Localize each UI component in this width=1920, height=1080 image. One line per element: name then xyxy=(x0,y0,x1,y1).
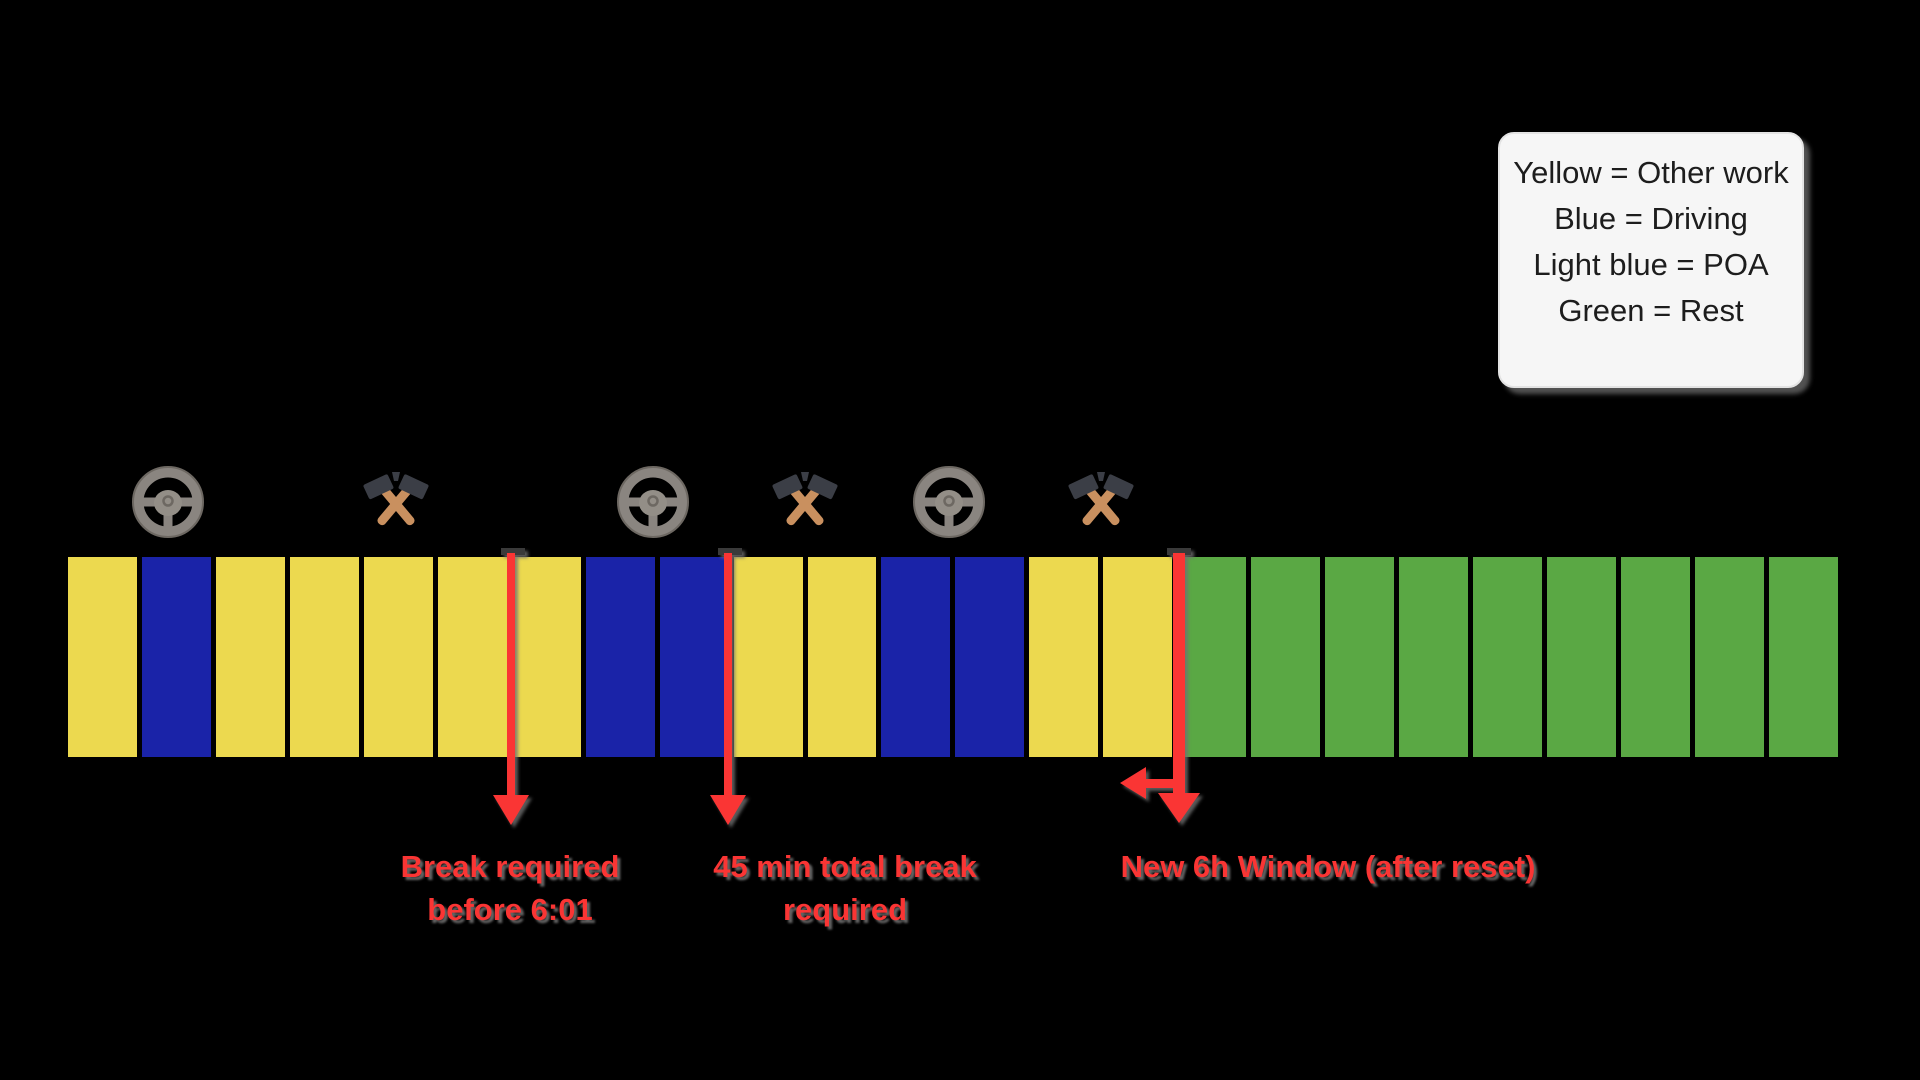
timeline-block-other_work xyxy=(1103,557,1173,757)
steering-wheel-icon xyxy=(130,464,206,540)
timeline-block-rest xyxy=(1325,557,1395,757)
timeline-block-driving xyxy=(585,557,655,757)
timeline-block-rest xyxy=(1621,557,1690,757)
timeline-block-rest xyxy=(1177,557,1247,757)
timeline-block-other_work xyxy=(289,557,359,757)
legend-line-poa: Light blue = POA xyxy=(1533,247,1769,282)
timeline-block-other_work xyxy=(215,557,285,757)
timeline-block-other_work xyxy=(363,557,433,757)
crossed-hammers-icon xyxy=(362,472,430,527)
crossed-hammers-icon xyxy=(1067,472,1135,527)
annotation-break-required: Break required before 6:01 xyxy=(400,849,620,927)
timeline-block-other_work xyxy=(733,557,803,757)
timeline-block-driving xyxy=(141,557,211,757)
timeline-block-rest xyxy=(1473,557,1543,757)
timeline-block-driving xyxy=(955,557,1025,757)
timeline-block-other_work xyxy=(511,557,581,757)
annotation-new-window: New 6h Window (after reset) xyxy=(1120,849,1536,884)
timeline-block-driving xyxy=(881,557,951,757)
steering-wheel-icon xyxy=(911,464,987,540)
timeline-block-other_work xyxy=(1029,557,1099,757)
arrow-new-window xyxy=(1118,548,1208,830)
timeline-block-rest xyxy=(1547,557,1617,757)
timeline-block-other_work xyxy=(437,557,507,757)
timeline-block-rest xyxy=(1399,557,1469,757)
legend-line-rest: Green = Rest xyxy=(1558,293,1744,328)
timeline xyxy=(68,557,1838,757)
steering-wheel-icon xyxy=(615,464,691,540)
timeline-block-rest xyxy=(1694,557,1764,757)
arrow-total-break xyxy=(710,548,746,830)
timeline-block-rest xyxy=(1768,557,1838,757)
legend-box: Yellow = Other work Blue = Driving Light… xyxy=(1498,132,1804,388)
legend-line-driving: Blue = Driving xyxy=(1554,201,1748,236)
arrow-break-required xyxy=(493,548,529,830)
left-branch-shaft xyxy=(1144,779,1174,788)
timeline-block-driving xyxy=(659,557,729,757)
left-arrow-icon xyxy=(1120,767,1146,799)
timeline-block-other_work xyxy=(807,557,877,757)
crossed-hammers-icon xyxy=(771,472,839,527)
legend-line-other-work: Yellow = Other work xyxy=(1513,155,1789,190)
timeline-block-other_work xyxy=(68,557,137,757)
timeline-block-rest xyxy=(1251,557,1321,757)
annotation-total-break: 45 min total break required xyxy=(713,849,977,927)
